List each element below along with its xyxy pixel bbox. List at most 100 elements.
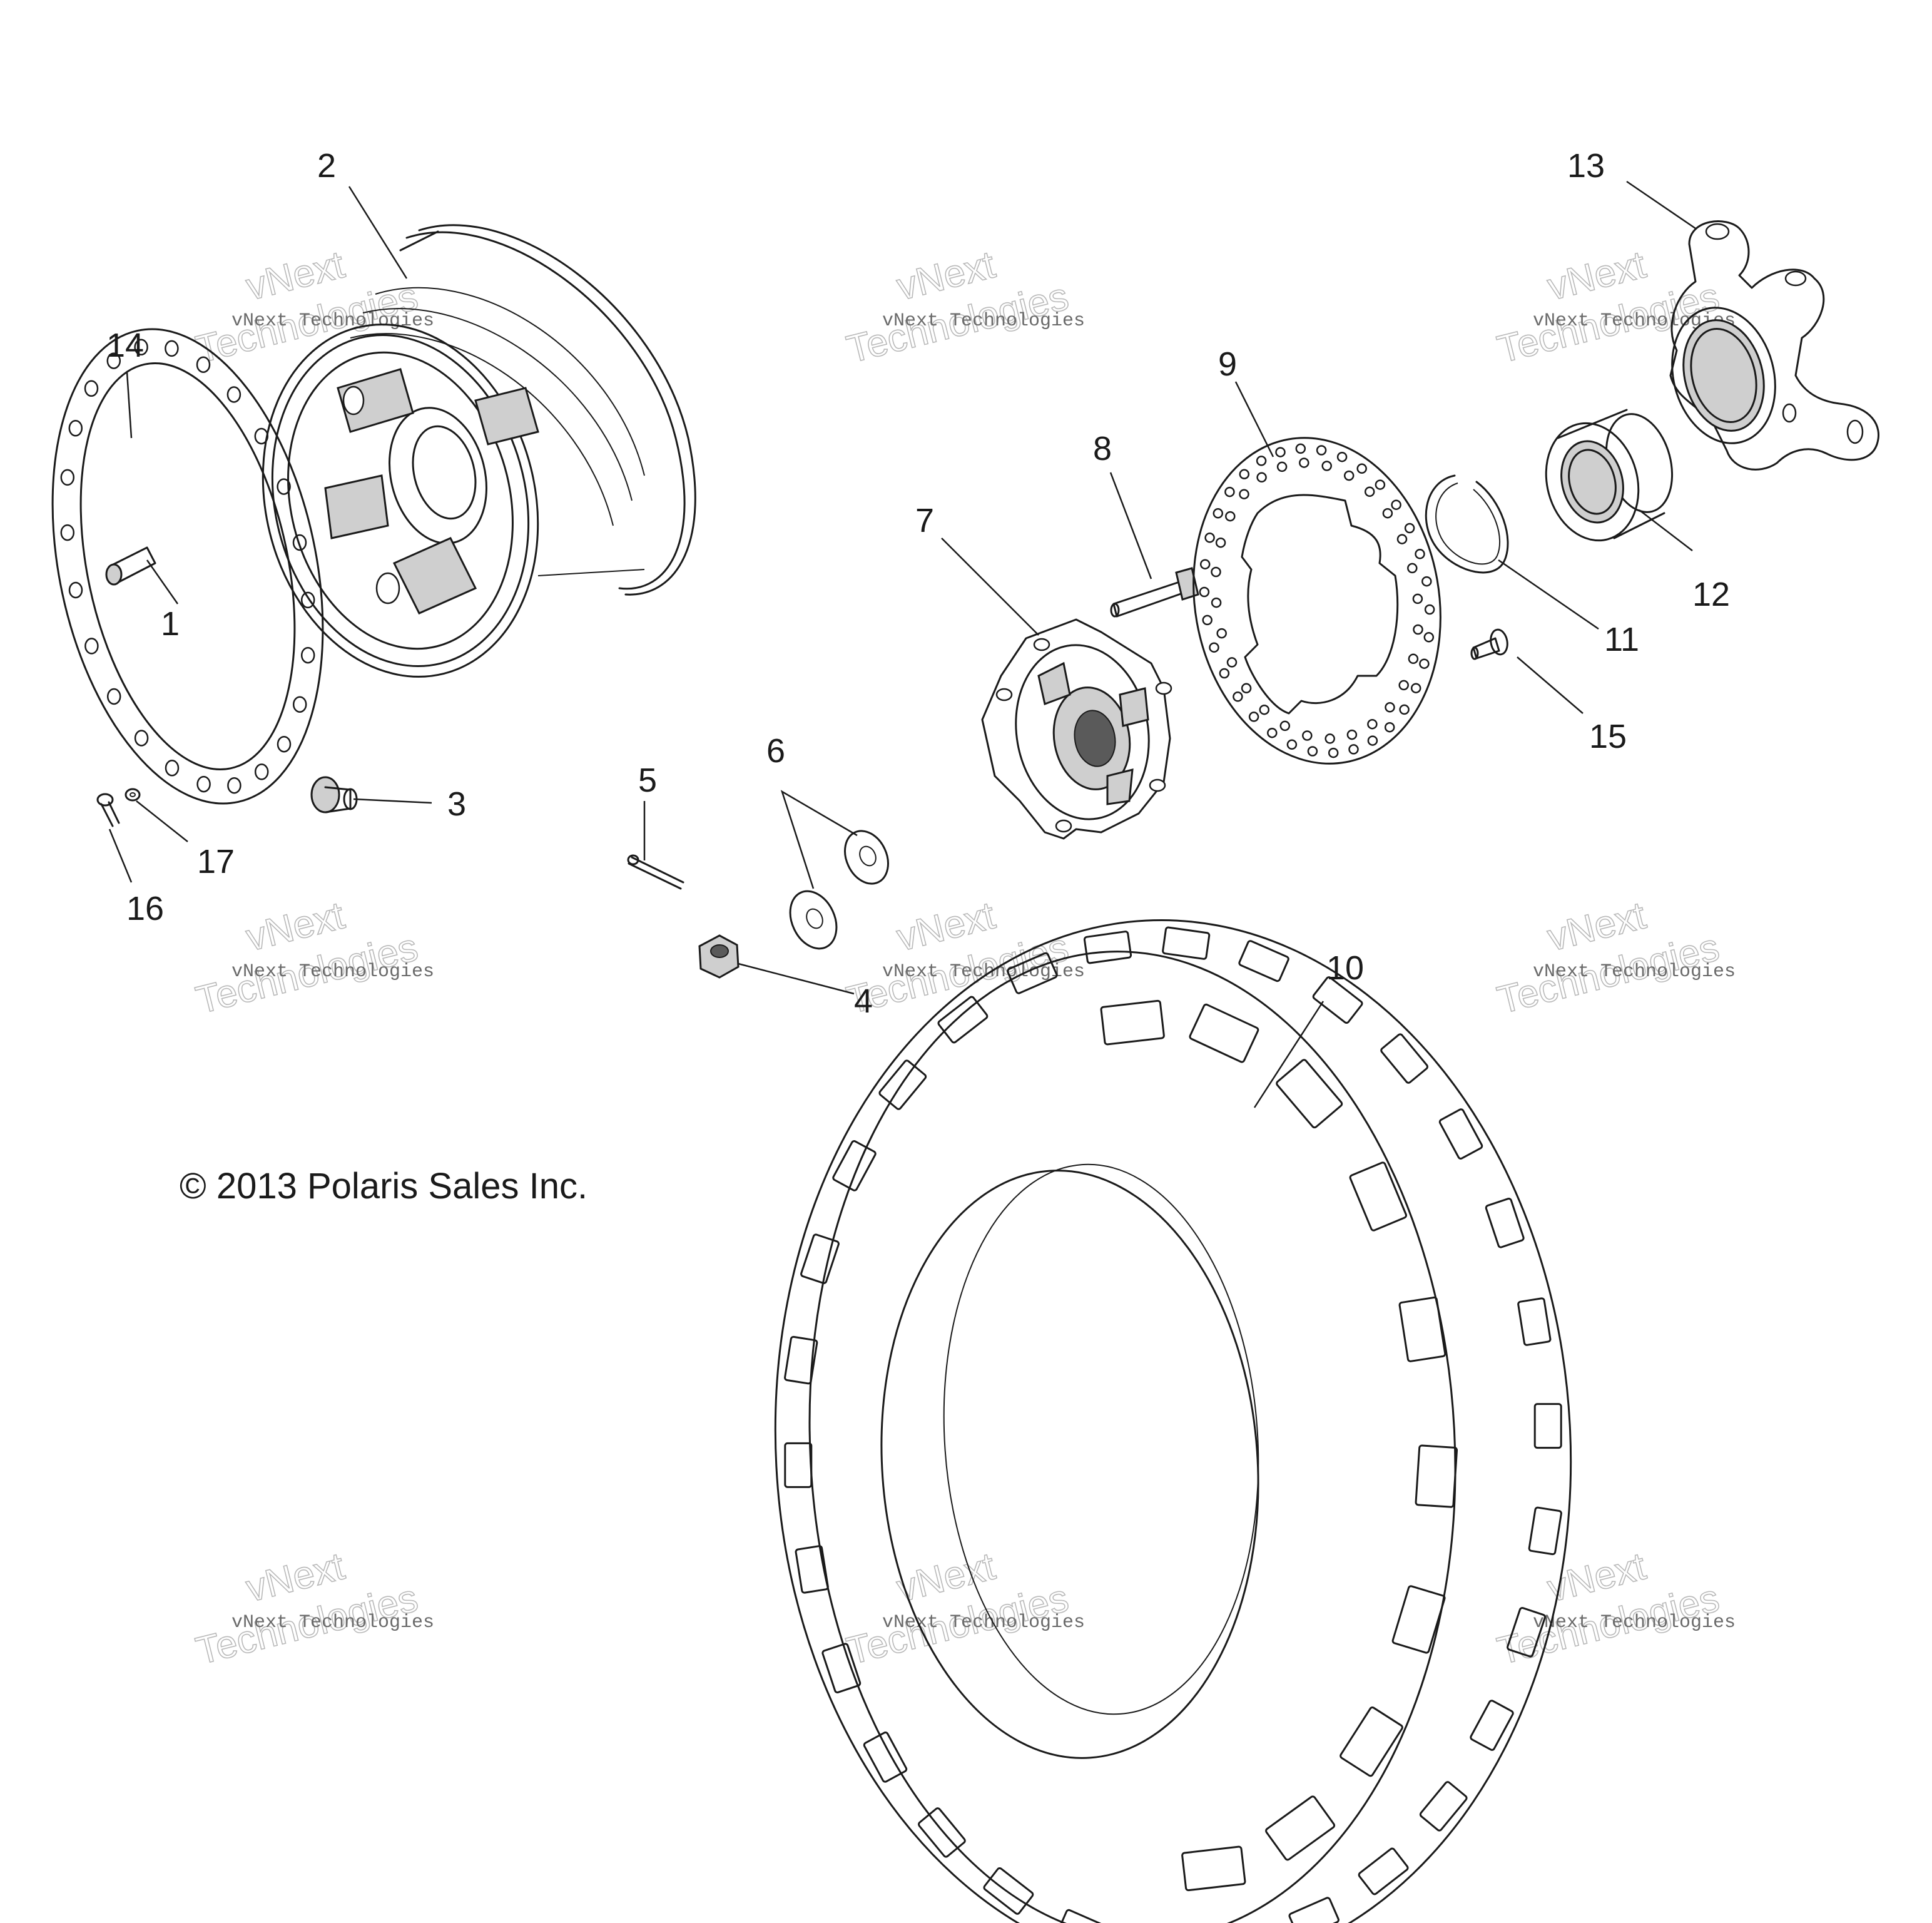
brake-disc-hole <box>1423 632 1435 643</box>
part-6-washers <box>789 830 889 950</box>
brake-disc-hole <box>1295 443 1306 454</box>
callout-8: 8 <box>1093 430 1112 467</box>
callout-6: 6 <box>766 732 785 770</box>
ring-bolt-hole <box>300 591 315 609</box>
brake-disc-hole <box>1364 486 1375 497</box>
leader-12 <box>1639 509 1693 551</box>
ring-bolt-hole <box>165 340 179 357</box>
brake-disc-hole <box>1226 657 1238 668</box>
tread-lug <box>784 1335 818 1385</box>
tread-lug <box>1419 1781 1468 1832</box>
brake-disc-hole <box>1224 486 1235 497</box>
ring-bolt-hole <box>106 688 121 705</box>
brake-disc-hole <box>1279 720 1291 732</box>
tread-lug <box>1238 940 1289 982</box>
callout-5: 5 <box>638 762 657 799</box>
tread-lug <box>1398 1296 1446 1362</box>
brake-disc-hole <box>1199 559 1211 569</box>
brake-disc-hole <box>1211 597 1222 608</box>
leader-3 <box>353 798 432 804</box>
brake-disc-hole <box>1382 508 1393 519</box>
leader-lines <box>108 180 1696 1108</box>
brake-disc-hole <box>1391 499 1401 510</box>
tread-lug <box>1517 1297 1552 1346</box>
leader-2 <box>348 186 408 279</box>
brake-disc-hole <box>1213 508 1224 519</box>
tread-lug <box>1276 1059 1343 1129</box>
brake-disc-hole <box>1307 746 1318 757</box>
brake-disc-hole <box>1267 727 1278 738</box>
tread-lug <box>1470 1700 1514 1751</box>
leader-17 <box>136 800 188 842</box>
ring-bolt-hole <box>60 469 75 486</box>
brake-disc-hole <box>1367 718 1378 730</box>
brake-disc-hole <box>1233 691 1243 702</box>
brake-disc-hole <box>1211 566 1221 578</box>
part-7-hub <box>981 618 1172 840</box>
brake-disc-hole <box>1404 523 1415 534</box>
brake-disc-hole <box>1286 739 1298 750</box>
tread-lug <box>784 1442 813 1488</box>
callout-3: 3 <box>447 785 466 823</box>
tread-lug <box>1349 1161 1408 1232</box>
brake-disc-hole <box>1385 702 1395 713</box>
tread-lug <box>1007 952 1058 994</box>
brake-disc-hole <box>1199 586 1210 598</box>
brake-disc-hole <box>1412 593 1423 604</box>
ring-bolt-hole <box>84 380 99 397</box>
brake-disc-hole <box>1410 683 1421 693</box>
leader-16 <box>108 829 133 883</box>
watermark: vNext Technologies vNext Technologies <box>1493 893 1736 1023</box>
leader-11 <box>1498 559 1599 630</box>
watermark-group: vNext Technologies vNext Technologies vN… <box>191 242 1736 1673</box>
brake-disc-hole <box>1413 624 1423 635</box>
brake-disc-hole <box>1225 511 1236 522</box>
brake-disc-hole <box>1421 576 1432 587</box>
brake-disc-hole <box>1375 479 1386 490</box>
tread-lug <box>1100 999 1165 1046</box>
part-3-valve <box>310 776 358 814</box>
brake-disc-hole <box>1399 704 1410 715</box>
tread-lug <box>1438 1108 1483 1160</box>
ring-bolt-hole <box>84 638 99 655</box>
tread-lug <box>1358 1847 1409 1895</box>
watermark-text: vNext Technologies <box>231 961 434 982</box>
part-14-beadlock-ring <box>51 328 324 805</box>
tread-lug <box>1340 1706 1403 1777</box>
tread-lug <box>937 996 989 1044</box>
callout-16: 16 <box>126 890 164 927</box>
tread-lug <box>1312 976 1363 1024</box>
part-2-wheel-rim <box>262 224 696 678</box>
brake-disc-hole <box>1216 628 1227 639</box>
callout-13: 13 <box>1567 147 1605 185</box>
brake-disc-hole <box>1415 549 1425 559</box>
brake-disc-hole <box>1219 668 1230 679</box>
watermark: vNext Technologies vNext Technologies <box>842 242 1085 372</box>
tread-lug <box>832 1140 877 1191</box>
ring-bolt-hole <box>300 646 315 664</box>
brake-disc-hole <box>1276 461 1288 472</box>
brake-disc-hole <box>1239 469 1250 480</box>
brake-disc-hole <box>1202 615 1213 626</box>
ring-bolt-hole <box>106 352 121 369</box>
brake-disc-hole <box>1384 722 1395 733</box>
brake-disc-hole <box>1302 730 1313 741</box>
tread-lug <box>1057 1909 1108 1923</box>
watermark: vNext Technologies vNext Technologies <box>191 1544 434 1673</box>
tread-lug <box>1083 931 1132 964</box>
brake-disc-hole <box>1367 735 1378 746</box>
brake-disc-hole <box>1348 744 1359 755</box>
ring-bolt-hole <box>165 760 180 777</box>
watermark-text: vNext Technologies <box>231 310 434 332</box>
part-12-bearing <box>1545 409 1674 542</box>
ring-bolt-hole <box>68 420 83 437</box>
callout-14: 14 <box>106 327 144 364</box>
brake-disc-hole <box>1299 457 1309 468</box>
brake-disc-hole <box>1356 463 1367 474</box>
brake-disc-holes <box>1199 443 1435 758</box>
brake-disc-hole <box>1408 653 1419 665</box>
leader-4 <box>738 962 855 995</box>
part-4-castle-nut <box>698 934 740 979</box>
leader-7 <box>941 538 1039 636</box>
tread-lug <box>1391 1585 1446 1654</box>
